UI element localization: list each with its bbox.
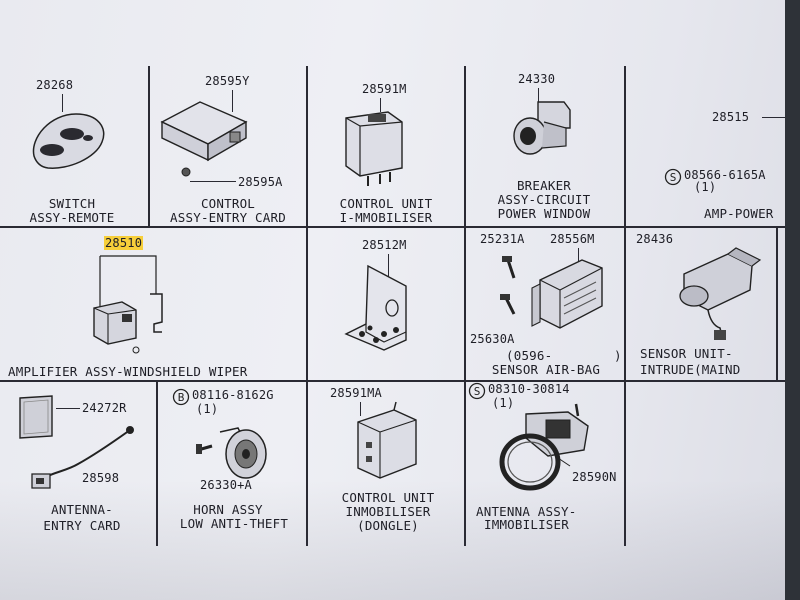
part-name-line: SENSOR UNIT-	[640, 346, 733, 361]
leader-line	[190, 181, 236, 182]
leader-line	[538, 88, 539, 106]
leader-line	[380, 98, 381, 112]
part-name-line: BREAKER	[516, 178, 572, 193]
leader-line	[360, 402, 361, 416]
bolt-qty: (1)	[492, 396, 515, 410]
part-name-line: AMP-POWER	[704, 206, 774, 221]
part-number-28590n: 28590N	[572, 470, 617, 484]
bolt-number: 08116-8162G	[192, 388, 274, 402]
relay-unit-icon	[340, 108, 410, 186]
part-number-25231a: 25231A	[480, 232, 525, 246]
leader-line	[388, 254, 389, 282]
part-name-line: ASSY-CIRCUIT	[497, 192, 591, 207]
part-name-line: INMOBILISER	[345, 504, 431, 519]
part-name-line: INTRUDE(MAIND	[640, 362, 741, 377]
amplifier-bracket-icon	[86, 252, 172, 364]
part-number-28436: 28436	[636, 232, 674, 246]
leader-line	[56, 408, 80, 409]
part-number-28510: 28510	[104, 236, 144, 250]
part-name-line: CONTROL UNIT	[341, 490, 435, 505]
part-number-26330a: 26330+A	[200, 478, 252, 492]
part-name-line: ASSY-ENTRY CARD	[170, 210, 286, 225]
monitor-bezel	[785, 0, 800, 600]
part-number-25630a: 25630A	[470, 332, 515, 346]
airbag-sensor-icon	[500, 256, 610, 340]
svg-text:B: B	[178, 391, 185, 404]
leader-line	[578, 248, 579, 262]
circuit-breaker-icon	[508, 98, 582, 162]
highlighted-part-number: 28510	[104, 236, 144, 250]
grid-line-v1	[148, 66, 150, 228]
part-number-28512m: 28512M	[362, 238, 407, 252]
dongle-unit-icon	[350, 400, 424, 484]
part-name-line: ANTENNA ASSY-	[476, 504, 577, 519]
part-name-line: POWER WINDOW	[497, 206, 591, 221]
part-name-line: IMMOBILISER	[484, 517, 569, 532]
part-name-line: LOW ANTI-THEFT	[179, 516, 289, 531]
grid-line-v3	[464, 66, 466, 546]
part-number-28595a: 28595A	[238, 175, 283, 189]
part-number-24330: 24330	[518, 72, 556, 86]
bolt-symbol-icon: S	[664, 168, 682, 186]
part-number-28598: 28598	[82, 471, 120, 485]
bolt-number: 08310-30814	[488, 382, 570, 396]
grid-line-v2	[306, 66, 308, 546]
part-name-line: )	[614, 348, 622, 363]
control-module-icon	[156, 92, 256, 172]
bolt-number: 08566-6165A	[684, 168, 766, 182]
intrusion-sensor-icon	[664, 242, 768, 340]
horn-icon	[196, 414, 284, 484]
pad-icon	[16, 394, 56, 440]
remote-key-fob-icon	[28, 108, 110, 174]
part-name-line: (0596-	[506, 348, 553, 363]
part-name-line: ENTRY CARD	[43, 518, 121, 533]
part-name-line: I-MMOBILISER	[339, 210, 433, 225]
leader-line	[762, 117, 786, 118]
part-name-line: ASSY-REMOTE	[29, 210, 115, 225]
leader-line	[62, 94, 63, 112]
bolt-symbol-icon: B	[172, 388, 190, 406]
svg-text:S: S	[474, 385, 481, 398]
part-number-24272r: 24272R	[82, 401, 127, 415]
part-number-28268: 28268	[36, 78, 74, 92]
part-number-28595y: 28595Y	[205, 74, 250, 88]
part-name-line: SWITCH	[48, 196, 96, 211]
bolt-qty: (1)	[196, 402, 219, 416]
part-number-28591ma: 28591MA	[330, 386, 382, 400]
grid-line-h1	[0, 226, 800, 228]
part-name-line: AMPLIFIER ASSY-WINDSHIELD WIPER	[8, 364, 248, 379]
part-number-28591m: 28591M	[362, 82, 407, 96]
part-number-28556m: 28556M	[550, 232, 595, 246]
bracket-icon	[340, 262, 426, 362]
grid-line-v4	[624, 66, 626, 546]
leader-line	[232, 90, 233, 112]
bolt-qty: (1)	[694, 180, 717, 194]
antenna-ring-icon	[496, 396, 600, 498]
antenna-cable-icon	[26, 426, 134, 500]
part-name-line: CONTROL	[200, 196, 256, 211]
grid-line-h2	[0, 380, 800, 382]
grid-line-v5	[156, 380, 158, 546]
part-name-line: SENSOR AIR-BAG	[491, 362, 601, 377]
part-number-28515: 28515	[712, 110, 750, 124]
grid-line-v6	[776, 226, 778, 382]
part-name-line: CONTROL UNIT	[339, 196, 433, 211]
svg-text:S: S	[670, 171, 677, 184]
part-name-line: (DONGLE)	[357, 518, 419, 533]
part-name-line: HORN ASSY	[193, 502, 263, 517]
bolt-symbol-icon: S	[468, 382, 486, 400]
part-name-line: ANTENNA-	[51, 502, 113, 517]
